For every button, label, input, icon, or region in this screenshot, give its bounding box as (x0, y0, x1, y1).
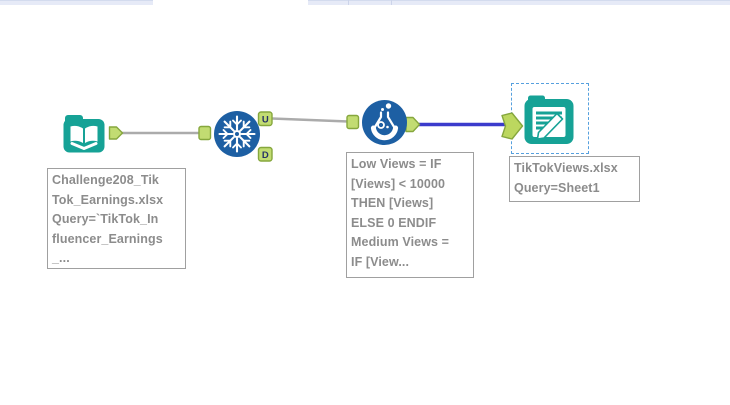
flask-icon (362, 100, 407, 145)
tool-unique[interactable] (213, 110, 261, 158)
anchor-label-d: D (262, 150, 269, 161)
snowflake-icon (214, 111, 260, 157)
annotation-output-data[interactable]: TikTokViews.xlsx Query=Sheet1 (509, 156, 640, 202)
top-edge-divider (391, 0, 392, 5)
formula-tool-input-anchor[interactable] (346, 114, 360, 130)
formula-tool-output-anchor[interactable] (405, 116, 421, 133)
top-edge-strip-right (308, 0, 730, 5)
document-pencil-icon (524, 95, 574, 144)
annotation-formula[interactable]: Low Views = IF [Views] < 10000 THEN [Vie… (346, 152, 474, 278)
input-tool-output-anchor[interactable] (108, 126, 124, 140)
tool-output-data[interactable] (523, 94, 575, 146)
connection-unique-u-to-formula[interactable] (271, 117, 349, 123)
open-book-folder-icon (63, 115, 105, 153)
unique-tool-d-output-anchor[interactable]: D (257, 146, 273, 162)
tool-formula[interactable] (361, 99, 408, 146)
anchor-label-u: U (262, 114, 269, 125)
output-tool-input-anchor[interactable] (501, 112, 524, 140)
top-edge-divider (348, 0, 349, 5)
annotation-input-data[interactable]: Challenge208_Tik Tok_Earnings.xlsx Query… (47, 168, 186, 269)
unique-tool-input-anchor[interactable] (198, 125, 212, 141)
tool-input-data[interactable] (62, 110, 106, 154)
top-edge-strip-left (0, 0, 153, 5)
unique-tool-u-output-anchor[interactable]: U (257, 111, 273, 127)
